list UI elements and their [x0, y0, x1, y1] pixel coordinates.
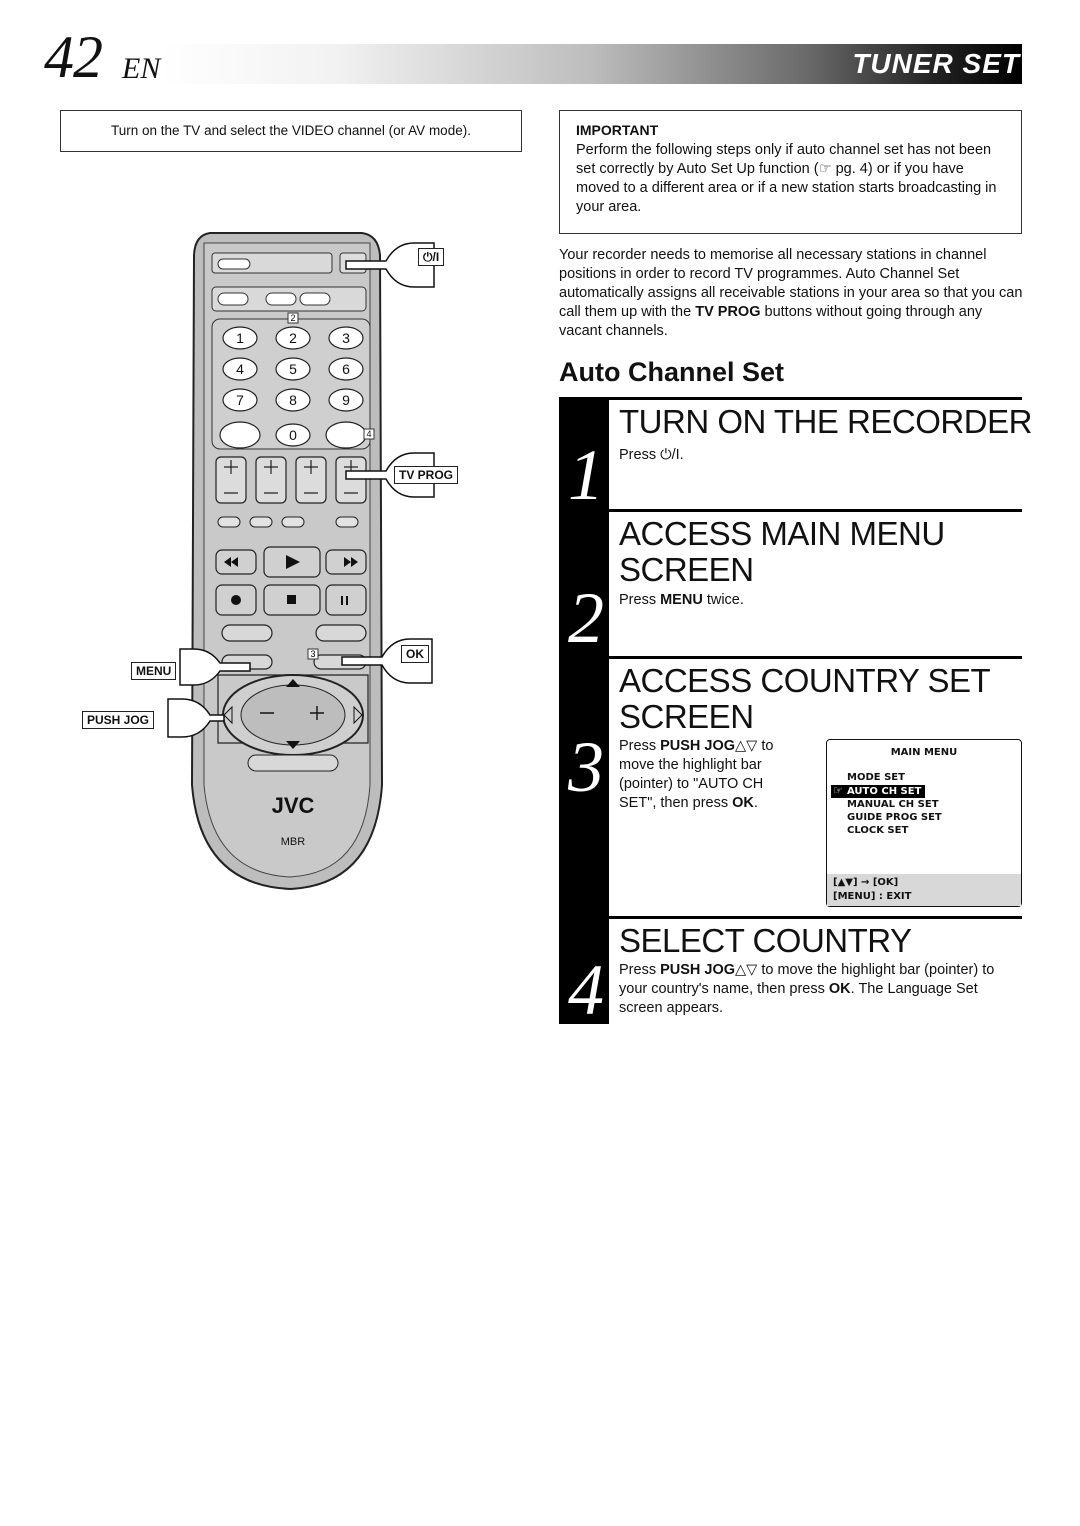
plus-minus-marks — [224, 460, 358, 494]
important-heading: IMPORTANT — [576, 122, 659, 138]
key-2: 2 — [289, 330, 297, 346]
step-text-part: . — [753, 795, 758, 811]
badge: 2 — [290, 313, 295, 323]
step-text-part: . — [679, 447, 684, 463]
menu-title: MAIN MENU — [890, 747, 958, 758]
key-1: 1 — [236, 330, 244, 346]
step-title-line2: SCREEN — [619, 551, 754, 588]
number-keys — [219, 326, 367, 449]
sub-brand-logo: MBR — [281, 836, 306, 848]
menu-footer: [▲▼] → [OK] [MENU] : EXIT — [827, 874, 1021, 906]
step-number: 4 — [568, 950, 604, 1030]
step-text-part: twice. — [702, 592, 744, 608]
important-box: IMPORTANT Perform the following steps on… — [559, 110, 1022, 234]
menu-item-selected: AUTO CH SET — [847, 786, 922, 797]
important-text: Perform the following steps only if auto… — [576, 142, 997, 215]
section-title: TUNER SET — [852, 48, 1020, 79]
step-number: 1 — [568, 435, 604, 515]
key-4: 4 — [236, 361, 244, 377]
menu-footer-nav: [▲▼] → [OK] — [833, 877, 899, 888]
intro-text-end: buttons without going through any vacant… — [559, 304, 983, 339]
page-language: EN — [122, 52, 161, 85]
step-text: Press ⏻/I. — [619, 446, 684, 465]
intro-paragraph: Your recorder needs to memorise all nece… — [559, 246, 1024, 341]
prep-note: Turn on the TV and select the VIDEO chan… — [111, 123, 471, 138]
menu-item: CLOCK SET — [847, 825, 909, 836]
step-text-part: △▽ to move the highlight bar (pointer) t… — [619, 962, 995, 997]
key-5: 5 — [289, 361, 297, 377]
menu-button-label: MENU — [131, 662, 177, 680]
main-menu-screen: MAIN MENU ☞ MODE SET AUTO CH SET MANUAL … — [826, 739, 1022, 907]
header-bar — [160, 44, 1022, 84]
menu-item: MODE SET — [847, 772, 905, 783]
step-rule — [609, 656, 1022, 659]
step-text-bold: OK — [828, 981, 851, 997]
key-7: 7 — [236, 392, 244, 408]
step-rule — [609, 397, 1022, 400]
page-number: 42 — [44, 24, 103, 90]
badge: 3 — [310, 649, 315, 659]
menu-item: MANUAL CH SET — [847, 799, 939, 810]
pointer-icon: ☞ — [833, 784, 843, 797]
key-6: 6 — [342, 361, 350, 377]
step-text-part: . The Language Set screen appears. — [619, 981, 978, 1016]
step-text-part: Press — [619, 962, 661, 978]
brand-logo: JVC — [272, 793, 315, 818]
step-text-bold: MENU — [660, 592, 703, 608]
step-text-part: Press — [619, 592, 661, 608]
power-symbol: ⏻/I — [660, 447, 680, 463]
push-jog-label: PUSH JOG — [82, 711, 155, 729]
step-title-line2: SCREEN — [619, 698, 754, 735]
step-text: Press PUSH JOG△▽ to move the highlight b… — [619, 737, 799, 813]
step-text-part: Press — [619, 447, 661, 463]
step-number: 2 — [568, 578, 604, 658]
power-button-label: ⏻/I — [418, 248, 445, 266]
key-0: 0 — [289, 427, 297, 443]
step-text: Press MENU twice. — [619, 591, 744, 610]
pointing-hands — [167, 242, 435, 738]
step-number-bar — [559, 397, 609, 1024]
key-9: 9 — [342, 392, 350, 408]
step-title: ACCESS COUNTRY SET — [619, 662, 991, 699]
step-text-bold: PUSH JOG — [660, 738, 736, 754]
prep-note-box: Turn on the TV and select the VIDEO chan… — [60, 110, 522, 152]
step-title: SELECT COUNTRY — [619, 922, 912, 959]
key-8: 8 — [289, 392, 297, 408]
step-number: 3 — [568, 727, 604, 807]
menu-item: GUIDE PROG SET — [847, 812, 942, 823]
tv-prog-button-label: TV PROG — [394, 466, 459, 484]
intro-bold: TV PROG — [695, 304, 761, 320]
step-text-bold: PUSH JOG — [660, 962, 736, 978]
badge: 4 — [366, 429, 371, 439]
key-3: 3 — [342, 330, 350, 346]
step-rule — [609, 509, 1022, 512]
step-title: ACCESS MAIN MENU — [619, 515, 945, 552]
step-text-part: Press — [619, 738, 661, 754]
ok-button-label: OK — [401, 645, 429, 663]
menu-highlight-bar — [831, 785, 925, 798]
intro-text: Your recorder needs to memorise all nece… — [559, 247, 1023, 320]
remote-control-illustration: 1 2 3 4 5 6 7 8 9 0 2 4 — [167, 232, 435, 891]
subheading: Auto Channel Set — [559, 357, 785, 387]
step-text: Press PUSH JOG△▽ to move the highlight b… — [619, 961, 1023, 1018]
step-text-part: △▽ to move the highlight bar (pointer) t… — [619, 738, 774, 811]
step-rule — [609, 916, 1022, 919]
menu-footer-exit: [MENU] : EXIT — [833, 891, 912, 902]
step-text-bold: OK — [732, 795, 754, 811]
step-title: TURN ON THE RECORDER — [619, 403, 1032, 440]
